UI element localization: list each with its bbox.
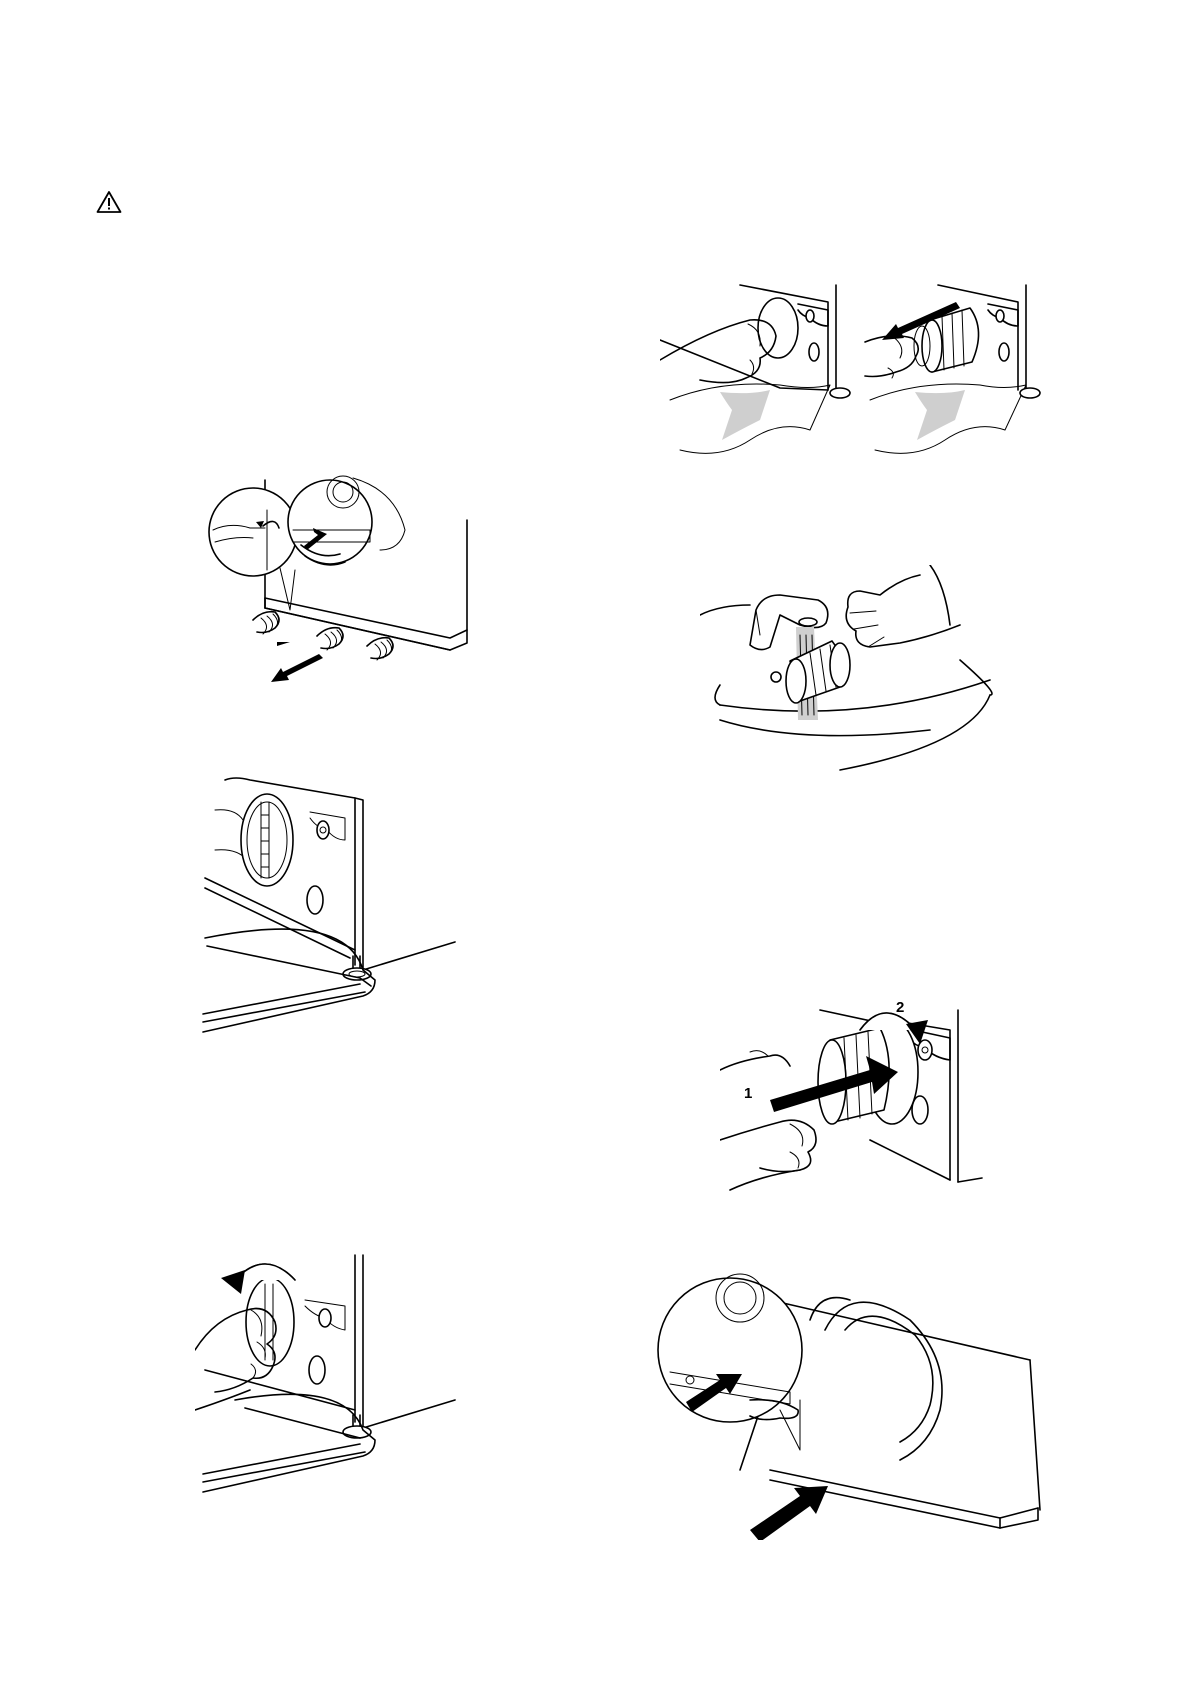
hands-pull-panel-icon	[205, 470, 475, 695]
figure-rinse-filter	[700, 565, 1020, 790]
pull-out-filter-icon	[660, 280, 1060, 475]
insert-and-turn-icon: 1 2	[720, 990, 990, 1205]
figure-reinsert-filter: 1 2	[720, 990, 990, 1205]
tap-rinse-icon	[700, 565, 1020, 790]
figure-close-service-panel	[650, 1270, 1050, 1540]
rotate-filter-icon	[195, 1240, 485, 1510]
figure-open-service-panel	[205, 470, 475, 695]
step-label-1: 1	[744, 1085, 752, 1102]
figure-remove-filter	[660, 280, 1060, 475]
push-panel-icon	[650, 1270, 1050, 1540]
figure-turn-filter	[195, 1240, 485, 1510]
figure-place-tray	[195, 770, 485, 1050]
step-label-2: 2	[896, 999, 904, 1016]
warning-triangle-icon	[96, 190, 122, 214]
